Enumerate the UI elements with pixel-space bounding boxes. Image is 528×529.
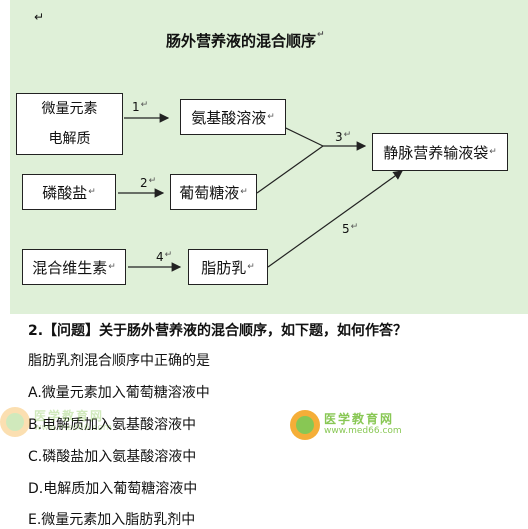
watermark-logo-icon (0, 407, 30, 437)
step-4: 4↵ (156, 250, 173, 264)
box-glucose: 葡萄糖液↵ (170, 174, 257, 210)
question-heading: 2.【问题】关于肠外营养液的混合顺序，如下题，如何作答？ (28, 323, 408, 339)
step-2: 2↵ (140, 176, 157, 190)
option-c: C.磷酸盐加入氨基酸溶液中 (28, 449, 197, 465)
watermark-left: 医学教育网 www.med66.com (0, 407, 112, 437)
label-trace-elements: 微量元素 (41, 101, 98, 117)
option-b: B.电解质加入氨基酸溶液中 (28, 417, 197, 433)
step-5: 5↵ (342, 222, 359, 236)
box-trace-elements-electrolytes: 微量元素 电解质 (16, 93, 123, 155)
box-iv-bag: 静脉营养输液袋↵ (372, 133, 508, 171)
label-electrolytes: 电解质 (48, 131, 91, 147)
watermark-logo-icon (290, 410, 320, 440)
box-fat-emulsion: 脂肪乳↵ (188, 249, 268, 285)
arrow-5 (267, 170, 403, 268)
watermark-center: 医学教育网 www.med66.com (290, 410, 402, 440)
box-phosphate: 磷酸盐↵ (22, 174, 116, 210)
step-3: 3↵ (335, 130, 352, 144)
option-e: E.微量元素加入脂肪乳剂中 (28, 512, 196, 528)
box-amino-acid: 氨基酸溶液↵ (180, 99, 286, 135)
question-stem: 脂肪乳剂混合顺序中正确的是 (28, 353, 210, 369)
option-a: A.微量元素加入葡萄糖溶液中 (28, 385, 210, 401)
step-1: 1↵ (132, 100, 149, 114)
diagram-title: 肠外营养液的混合顺序↵ (166, 30, 325, 50)
join-bottom (256, 145, 324, 194)
mixing-order-diagram: ↵ 肠外营养液的混合顺序↵ 微量元素 电解质 1↵ 氨基酸溶液↵ 磷酸盐↵ 2↵… (10, 0, 528, 314)
option-d: D.电解质加入葡萄糖溶液中 (28, 481, 198, 497)
return-mark: ↵ (34, 10, 45, 24)
box-multivitamin: 混合维生素↵ (22, 249, 126, 285)
